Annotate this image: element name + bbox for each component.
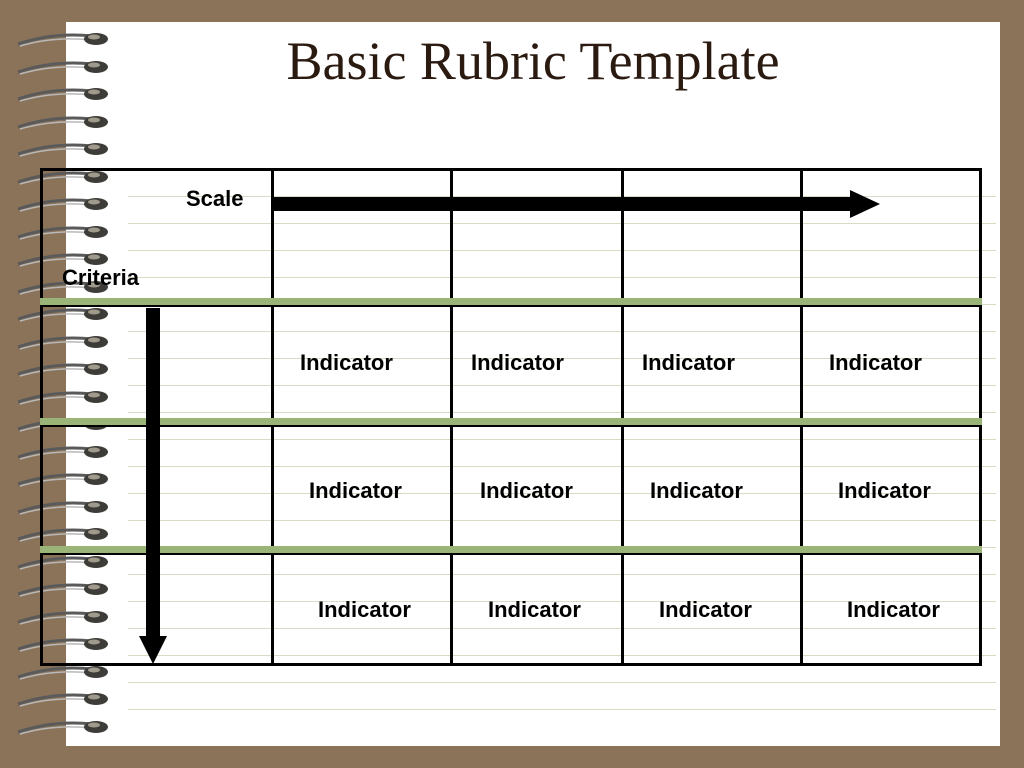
- row-divider: [40, 546, 982, 554]
- indicator-cell: Indicator: [650, 478, 743, 503]
- spiral-coil-icon: [17, 665, 108, 680]
- spiral-coil-icon: [17, 253, 108, 267]
- spiral-binding: [14, 28, 114, 748]
- spiral-coil-icon: [17, 583, 108, 597]
- spiral-coil-icon: [17, 720, 108, 735]
- table-border-top: [40, 168, 982, 171]
- spiral-coil-icon: [17, 555, 108, 570]
- spiral-coil-icon: [17, 363, 108, 377]
- scale-label: Scale: [186, 186, 244, 211]
- spiral-coil-icon: [17, 445, 108, 460]
- spiral-coil-icon: [17, 88, 108, 102]
- ruled-line: [128, 412, 996, 413]
- column-divider: [621, 168, 624, 666]
- ruled-line: [128, 682, 996, 683]
- indicator-cell: Indicator: [659, 597, 752, 622]
- spiral-coil-icon: [17, 60, 108, 75]
- indicator-cell: Indicator: [318, 597, 411, 622]
- row-border: [40, 425, 982, 427]
- rubric-table: [40, 168, 982, 666]
- column-divider: [450, 168, 453, 666]
- ruled-line: [128, 331, 996, 332]
- ruled-line: [128, 250, 996, 251]
- ruled-line: [128, 466, 996, 467]
- spiral-coil-icon: [17, 693, 108, 707]
- spiral-coil-icon: [17, 170, 108, 185]
- spiral-coil-icon: [17, 528, 108, 542]
- spiral-coil-icon: [17, 500, 108, 515]
- ruled-line: [128, 358, 996, 359]
- row-divider: [40, 418, 982, 426]
- ruled-line: [128, 385, 996, 386]
- column-divider: [800, 168, 803, 666]
- spiral-coil-icon: [17, 390, 108, 405]
- column-divider: [271, 168, 274, 666]
- ruled-line: [128, 493, 996, 494]
- spiral-coil-icon: [17, 198, 108, 212]
- indicator-cell: Indicator: [488, 597, 581, 622]
- ruled-line: [128, 655, 996, 656]
- ruled-line: [128, 277, 996, 278]
- indicator-cell: Indicator: [847, 597, 940, 622]
- ruled-line: [128, 520, 996, 521]
- spiral-coil-icon: [17, 33, 108, 47]
- indicator-cell: Indicator: [309, 478, 402, 503]
- indicator-cell: Indicator: [642, 350, 735, 375]
- spiral-coil-icon: [17, 335, 108, 350]
- spiral-coil-icon: [17, 308, 108, 322]
- spiral-coil-icon: [17, 638, 108, 652]
- indicator-cell: Indicator: [471, 350, 564, 375]
- ruled-line: [128, 574, 996, 575]
- table-border-left: [40, 168, 43, 666]
- page-title: Basic Rubric Template: [286, 31, 780, 91]
- row-border: [40, 553, 982, 555]
- indicator-cell: Indicator: [300, 350, 393, 375]
- spiral-coil-icon: [17, 115, 108, 130]
- ruled-line: [128, 709, 996, 710]
- spiral-coil-icon: [17, 473, 108, 487]
- spiral-coil-icon: [17, 225, 108, 240]
- row-divider: [40, 298, 982, 306]
- indicator-cell: Indicator: [480, 478, 573, 503]
- ruled-line: [128, 196, 996, 197]
- spiral-coil-icon: [17, 610, 108, 625]
- indicator-cell: Indicator: [829, 350, 922, 375]
- row-border: [40, 305, 982, 307]
- table-border-bottom: [40, 663, 982, 666]
- spiral-coil-icon: [17, 280, 108, 295]
- table-border-right: [979, 168, 982, 666]
- notebook-page: [66, 22, 1000, 746]
- criteria-label: Criteria: [62, 265, 140, 290]
- ruled-line: [128, 223, 996, 224]
- spiral-coil-icon: [17, 143, 108, 157]
- ruled-line: [128, 439, 996, 440]
- ruled-line: [128, 601, 996, 602]
- indicator-cell: Indicator: [838, 478, 931, 503]
- ruled-line: [128, 628, 996, 629]
